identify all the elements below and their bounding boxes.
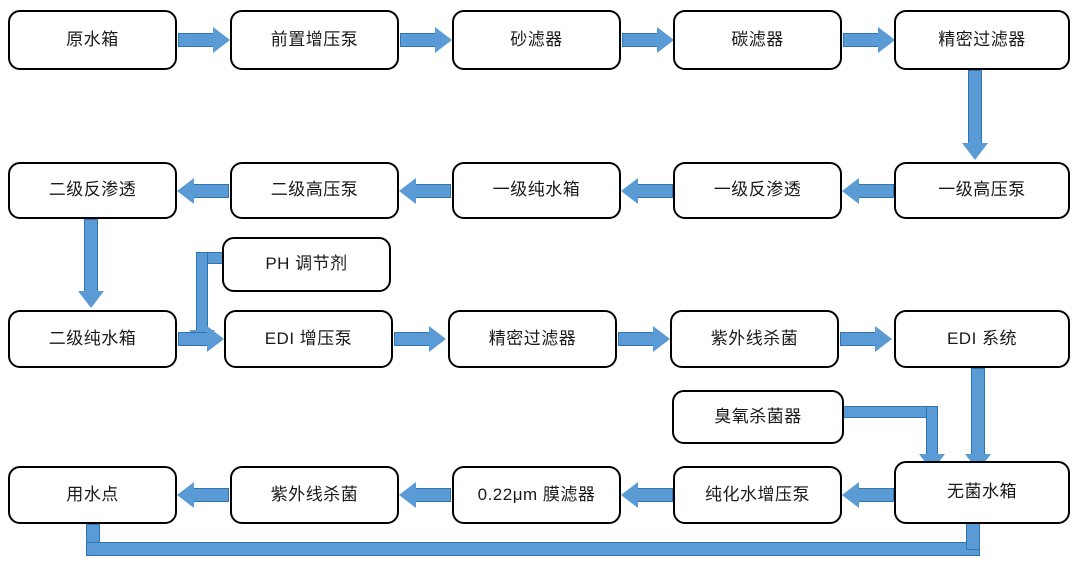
node-sterile-water-tank[interactable]: 无菌水箱 bbox=[894, 461, 1070, 524]
node-uv-sterilizer-2[interactable]: 紫外线杀菌 bbox=[230, 466, 399, 524]
node-pre-booster-pump[interactable]: 前置增压泵 bbox=[230, 10, 399, 70]
node-pure-water-tank-1[interactable]: 一级纯水箱 bbox=[452, 162, 621, 219]
node-purified-water-booster-pump[interactable]: 纯化水增压泵 bbox=[673, 466, 842, 524]
node-edi-booster-pump[interactable]: EDI 增压泵 bbox=[224, 310, 393, 368]
node-pure-water-tank-2[interactable]: 二级纯水箱 bbox=[8, 310, 177, 368]
node-membrane-filter[interactable]: 0.22μm 膜滤器 bbox=[452, 466, 621, 524]
node-precision-filter-2[interactable]: 精密过滤器 bbox=[448, 310, 617, 368]
node-hp-pump-stage-2[interactable]: 二级高压泵 bbox=[230, 162, 399, 219]
node-edi-system[interactable]: EDI 系统 bbox=[894, 310, 1070, 368]
node-hp-pump-stage-1[interactable]: 一级高压泵 bbox=[894, 162, 1070, 219]
node-carbon-filter[interactable]: 碳滤器 bbox=[673, 10, 842, 70]
node-precision-filter-1[interactable]: 精密过滤器 bbox=[894, 10, 1070, 70]
node-ph-adjuster[interactable]: PH 调节剂 bbox=[222, 237, 391, 292]
node-ro-stage-1[interactable]: 一级反渗透 bbox=[673, 162, 842, 219]
node-raw-water-tank[interactable]: 原水箱 bbox=[8, 10, 177, 70]
node-ro-stage-2[interactable]: 二级反渗透 bbox=[8, 162, 177, 219]
node-sand-filter[interactable]: 砂滤器 bbox=[452, 10, 621, 70]
node-water-use-point[interactable]: 用水点 bbox=[8, 466, 177, 524]
node-uv-sterilizer-1[interactable]: 紫外线杀菌 bbox=[670, 310, 839, 368]
node-ozone-sterilizer[interactable]: 臭氧杀菌器 bbox=[672, 390, 844, 444]
